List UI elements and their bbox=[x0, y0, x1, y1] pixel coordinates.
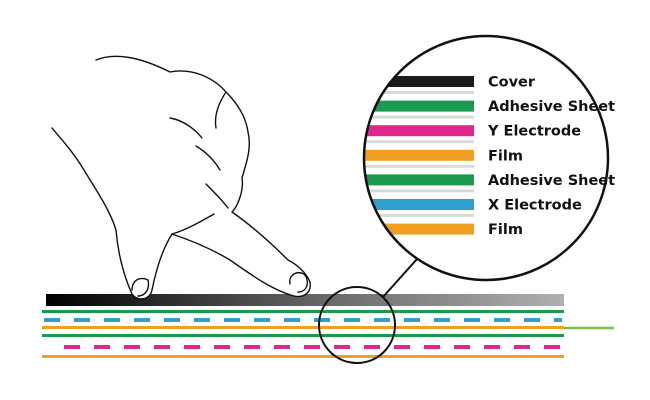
lens-label-1: Adhesive Sheet bbox=[488, 99, 615, 115]
lens-separator-4 bbox=[364, 189, 474, 193]
panel-adhesive-layer-lower bbox=[42, 334, 564, 337]
lens-separator-0 bbox=[364, 91, 474, 94]
panel-adhesive-layer-top bbox=[42, 310, 564, 313]
lens-label-2: Y Electrode bbox=[487, 124, 581, 140]
thumb-fingernail bbox=[131, 277, 150, 297]
lens-background bbox=[364, 36, 608, 280]
focus-circle bbox=[318, 286, 396, 364]
lens-label-0: Cover bbox=[488, 75, 536, 91]
lens-separator-3 bbox=[364, 164, 474, 168]
finger-crease-3 bbox=[169, 117, 203, 139]
lens-separator-1 bbox=[364, 115, 474, 119]
panel-stack bbox=[42, 294, 614, 358]
index-fingernail bbox=[289, 272, 309, 293]
hand-outline bbox=[51, 55, 311, 300]
lens-separator-5 bbox=[364, 214, 474, 217]
lens-band-3 bbox=[364, 149, 474, 161]
lens-band-2 bbox=[364, 125, 474, 137]
pointing-hand bbox=[51, 55, 311, 300]
lens-layer-bands bbox=[364, 76, 474, 235]
panel-film-layer-bottom bbox=[42, 355, 564, 358]
lens-band-6 bbox=[364, 223, 474, 235]
finger-crease-2 bbox=[205, 183, 229, 209]
lens-label-3: Film bbox=[488, 148, 523, 164]
lens-band-5 bbox=[364, 199, 474, 210]
panel-cover-layer bbox=[46, 294, 564, 306]
lens-band-1 bbox=[364, 100, 474, 112]
lens-label-5: X Electrode bbox=[488, 198, 582, 214]
lens-band-4 bbox=[364, 174, 474, 186]
finger-fold-line bbox=[171, 213, 215, 235]
panel-film-layer-top bbox=[42, 326, 564, 329]
lens-band-0 bbox=[364, 76, 474, 87]
lens-outline bbox=[362, 34, 610, 282]
lens-separator-2 bbox=[364, 140, 474, 144]
lens-label-4: Adhesive Sheet bbox=[488, 173, 615, 189]
finger-crease-1 bbox=[195, 145, 221, 171]
lens-label-6: Film bbox=[488, 222, 523, 238]
knuckle-line bbox=[214, 91, 227, 129]
